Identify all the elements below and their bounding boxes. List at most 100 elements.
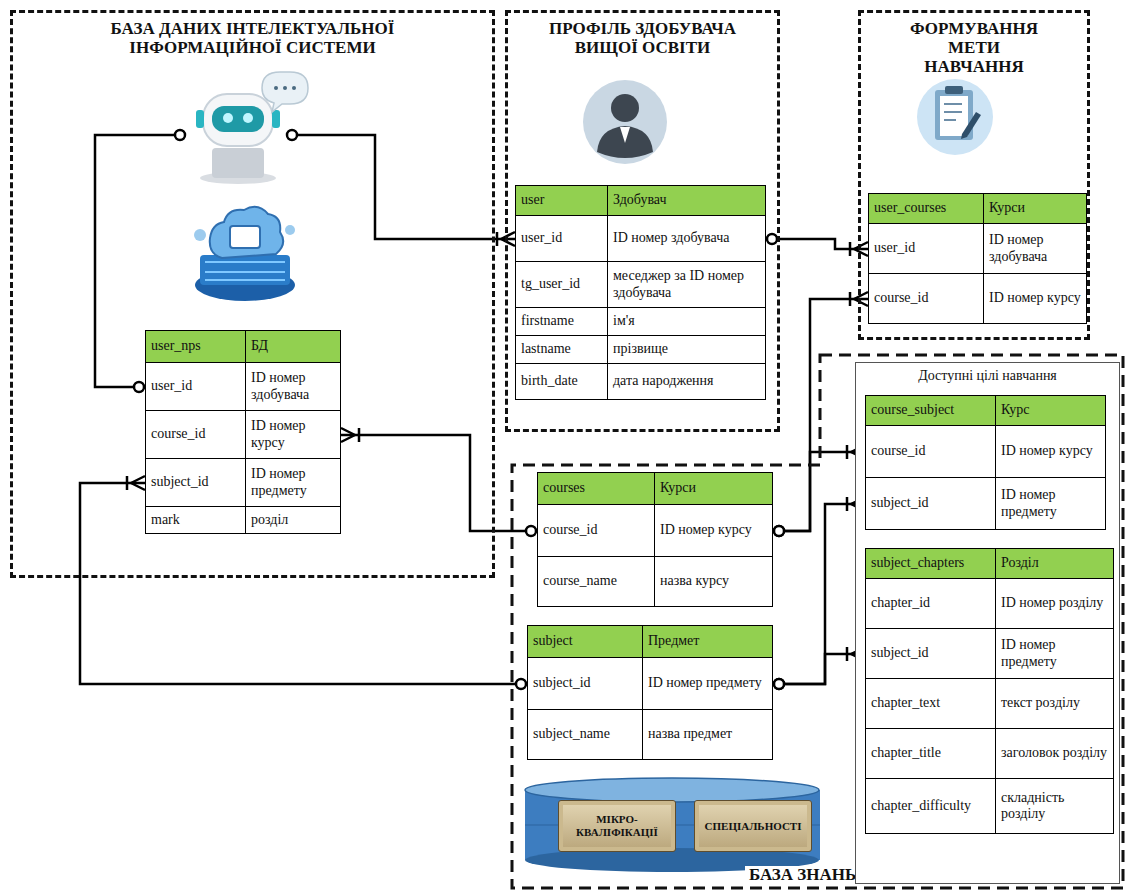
field-name-cell: lastname: [516, 336, 608, 364]
field-name-cell: subject_id: [866, 629, 996, 679]
clipboard-icon: [944, 111, 962, 113]
person-icon: [597, 126, 653, 158]
relation-connector: [773, 445, 865, 536]
field-desc-cell: ID номер курсу: [996, 426, 1106, 478]
ai-chip-icon: [205, 262, 285, 280]
robot-icon: [223, 113, 233, 123]
relation-line: [95, 135, 515, 387]
field-desc-cell: ID номер здобувача: [608, 216, 766, 262]
field-desc-cell: ID номер курсу: [984, 274, 1087, 324]
relation-connector: [341, 428, 537, 536]
db-table: user_coursesКурсиuser_idID номер здобува…: [868, 193, 1087, 324]
person-icon: [583, 80, 667, 164]
field-desc-cell: текст розділу: [996, 679, 1114, 729]
crows-foot: [127, 476, 145, 490]
field-desc-cell: ID номер предмету: [643, 658, 773, 710]
field-name-cell: user_id: [146, 363, 246, 411]
field-desc-cell: ID номер предмету: [996, 629, 1114, 679]
field-name-cell: chapter_difficulty: [866, 779, 996, 834]
field-desc-cell: назва курсу: [655, 557, 773, 607]
dashed-region: ПРОФІЛЬ ЗДОБУВАЧА ВИЩОЇ ОСВІТИuserЗдобув…: [505, 10, 780, 432]
field-name-cell: course_id: [869, 274, 984, 324]
field-desc-cell: розділ: [246, 507, 341, 534]
region-title: ФОРМУВАННЯ МЕТИ НАВЧАННЯ: [899, 19, 1049, 76]
relation-line: [341, 435, 537, 531]
clipboard-icon: [917, 79, 993, 155]
crows-foot: [341, 428, 359, 442]
clipboard-icon: [917, 79, 993, 155]
field-desc-cell: ID номер предмету: [246, 459, 341, 507]
file-drawer: СПЕЦІАЛЬНОСТІ: [694, 800, 812, 852]
robot-icon: [272, 110, 280, 128]
one-circle: [774, 679, 784, 689]
database-cylinder: [525, 790, 820, 860]
relation-connector: [773, 497, 865, 689]
field-name-cell: course_name: [538, 557, 655, 607]
clipboard-icon: [944, 119, 956, 121]
field-name-cell: course_id: [538, 505, 655, 557]
table-header-cell: Курси: [984, 194, 1087, 224]
person-icon: [620, 127, 630, 143]
field-name-cell: subject_id: [866, 478, 996, 530]
ai-chip-icon: [205, 279, 285, 281]
clipboard-icon: [944, 104, 962, 120]
dashed-outline: [512, 355, 1123, 888]
db-table: coursesКурсиcourse_idID номер курсуcours…: [537, 472, 773, 607]
robot-icon: [203, 94, 273, 146]
field-desc-cell: ID номер курсу: [655, 505, 773, 557]
drawer-label: СПЕЦІАЛЬНОСТІ: [703, 818, 804, 835]
one-circle: [774, 526, 784, 536]
table-header-cell: Розділ: [996, 549, 1114, 579]
ai-chip-icon: [194, 207, 295, 301]
field-name-cell: tg_user_id: [516, 262, 608, 308]
field-desc-cell: назва предмет: [643, 710, 773, 760]
robot-icon: [175, 72, 308, 184]
relation-line: [766, 239, 868, 249]
field-name-cell: firstname: [516, 308, 608, 336]
field-desc-cell: складність розділу: [996, 779, 1114, 834]
field-name-cell: course_id: [146, 411, 246, 459]
db-table: user_npsБДuser_idID номер здобувачаcours…: [145, 330, 341, 534]
relation-connector: [80, 476, 527, 689]
db-table: subject_chaptersРозділchapter_idID номер…: [865, 548, 1114, 834]
field-name-cell: course_id: [866, 426, 996, 478]
field-desc-cell: ім'я: [608, 308, 766, 336]
ai-chip-icon: [200, 255, 290, 285]
one-circle: [516, 679, 526, 689]
db-table: userЗдобувачuser_idID номер здобувачаtg_…: [515, 185, 766, 400]
one-circle: [767, 234, 777, 244]
field-name-cell: birth_date: [516, 364, 608, 400]
region-title: БАЗА ЗНАНЬ: [745, 866, 860, 885]
group-title: Доступні цілі навчання: [856, 368, 1119, 384]
dashed-region: БАЗА ДАНИХ ІНТЕЛЕКТУАЛЬНОЇ ІНФОРМАЦІЙНОЇ…: [10, 10, 495, 578]
table-header-cell: БД: [246, 331, 341, 363]
field-name-cell: chapter_id: [866, 579, 996, 629]
field-desc-cell: ID номер здобувача: [984, 224, 1087, 274]
ai-chip-icon: [230, 226, 260, 248]
robot-icon: [283, 86, 287, 90]
one-circle: [134, 382, 144, 392]
db-table: subjectПредметsubject_idID номер предмет…: [527, 625, 773, 760]
relation-line: [773, 504, 865, 684]
dashed-region: ФОРМУВАННЯ МЕТИ НАВЧАННЯ user_coursesКурс…: [858, 10, 1090, 340]
field-name-cell: subject_id: [146, 459, 246, 507]
robot-icon: [262, 72, 308, 112]
ai-chip-icon: [205, 261, 285, 263]
person-icon: [583, 80, 667, 164]
field-desc-cell: ID номер здобувача: [246, 363, 341, 411]
table-header-cell: user: [516, 186, 608, 216]
relation-line: [80, 483, 527, 684]
table-header-cell: subject: [528, 626, 643, 658]
table-header-cell: Предмет: [643, 626, 773, 658]
field-name-cell: subject_name: [528, 710, 643, 760]
clipboard-icon: [945, 86, 963, 94]
ai-chip-icon: [210, 207, 283, 258]
table-header-cell: user_courses: [869, 194, 984, 224]
knowledge-region: БАЗА ЗНАНЬДоступні цілі навчанняcourse_s…: [510, 350, 1125, 890]
robot-icon: [292, 86, 296, 90]
table-header-cell: courses: [538, 473, 655, 505]
ai-chip-icon: [194, 229, 206, 241]
field-desc-cell: заголовок розділу: [996, 729, 1114, 779]
relation-line: [773, 654, 865, 684]
